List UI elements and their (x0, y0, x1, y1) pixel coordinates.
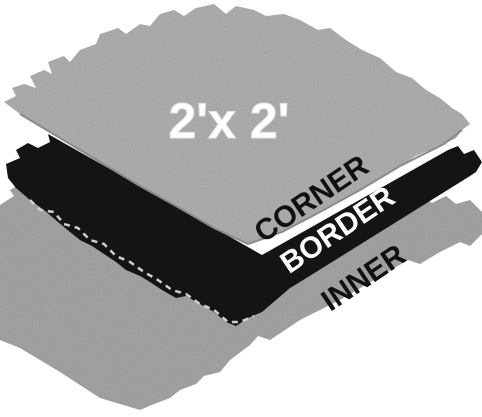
tile-size-label: 2'x 2' (168, 93, 289, 149)
